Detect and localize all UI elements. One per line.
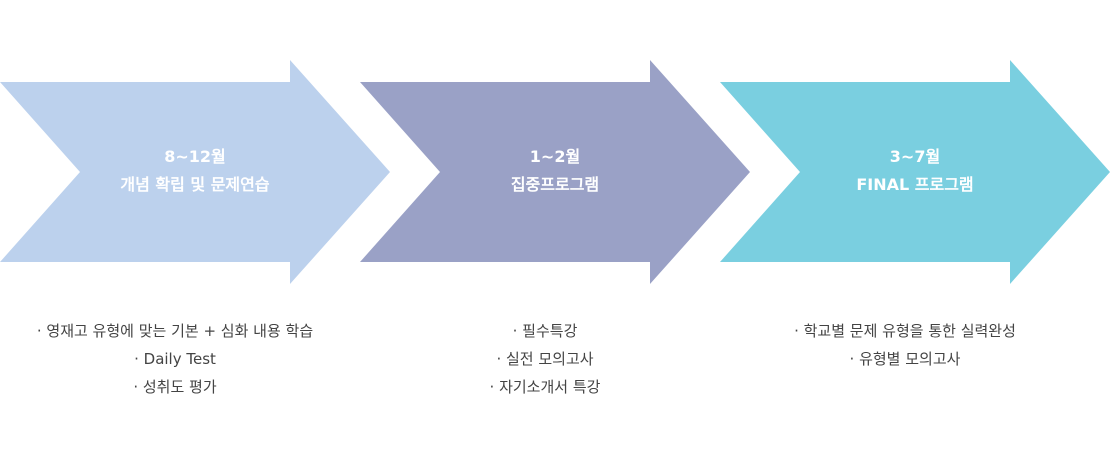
stage-3-bullets: 학교별 문제 유형을 통한 실력완성 유형별 모의고사 [705,317,1105,373]
stage-2-bullet: 필수특강 [345,317,745,345]
stage-2-bullet: 자기소개서 특강 [345,373,745,401]
stage-1-title: 개념 확립 및 문제연습 [120,175,270,194]
stage-2-bullet: 실전 모의고사 [345,345,745,373]
stage-1-bullet: 영재고 유형에 맞는 기본 + 심화 내용 학습 [0,317,375,345]
stage-2-arrow [360,60,750,284]
stage-3-bullet: 학교별 문제 유형을 통한 실력완성 [705,317,1105,345]
stage-1-bullets: 영재고 유형에 맞는 기본 + 심화 내용 학습 Daily Test 성취도 … [0,317,375,401]
stage-3-arrow [720,60,1110,284]
stage-3-label: 3~7월 FINAL 프로그램 [735,145,1095,197]
stage-1-arrow [0,60,390,284]
stage-1-bullet: Daily Test [0,345,375,373]
stage-1-label: 8~12월 개념 확립 및 문제연습 [15,145,375,197]
stage-1-period: 8~12월 [164,147,226,166]
stage-3-period: 3~7월 [889,147,941,166]
stage-2-title: 집중프로그램 [510,175,600,194]
stage-1-bullet: 성취도 평가 [0,373,375,401]
stage-2-period: 1~2월 [529,147,581,166]
stage-3-title: FINAL 프로그램 [856,175,974,194]
stage-3-bullet: 유형별 모의고사 [705,345,1105,373]
stage-2-bullets: 필수특강 실전 모의고사 자기소개서 특강 [345,317,745,401]
stage-2-label: 1~2월 집중프로그램 [375,145,735,197]
